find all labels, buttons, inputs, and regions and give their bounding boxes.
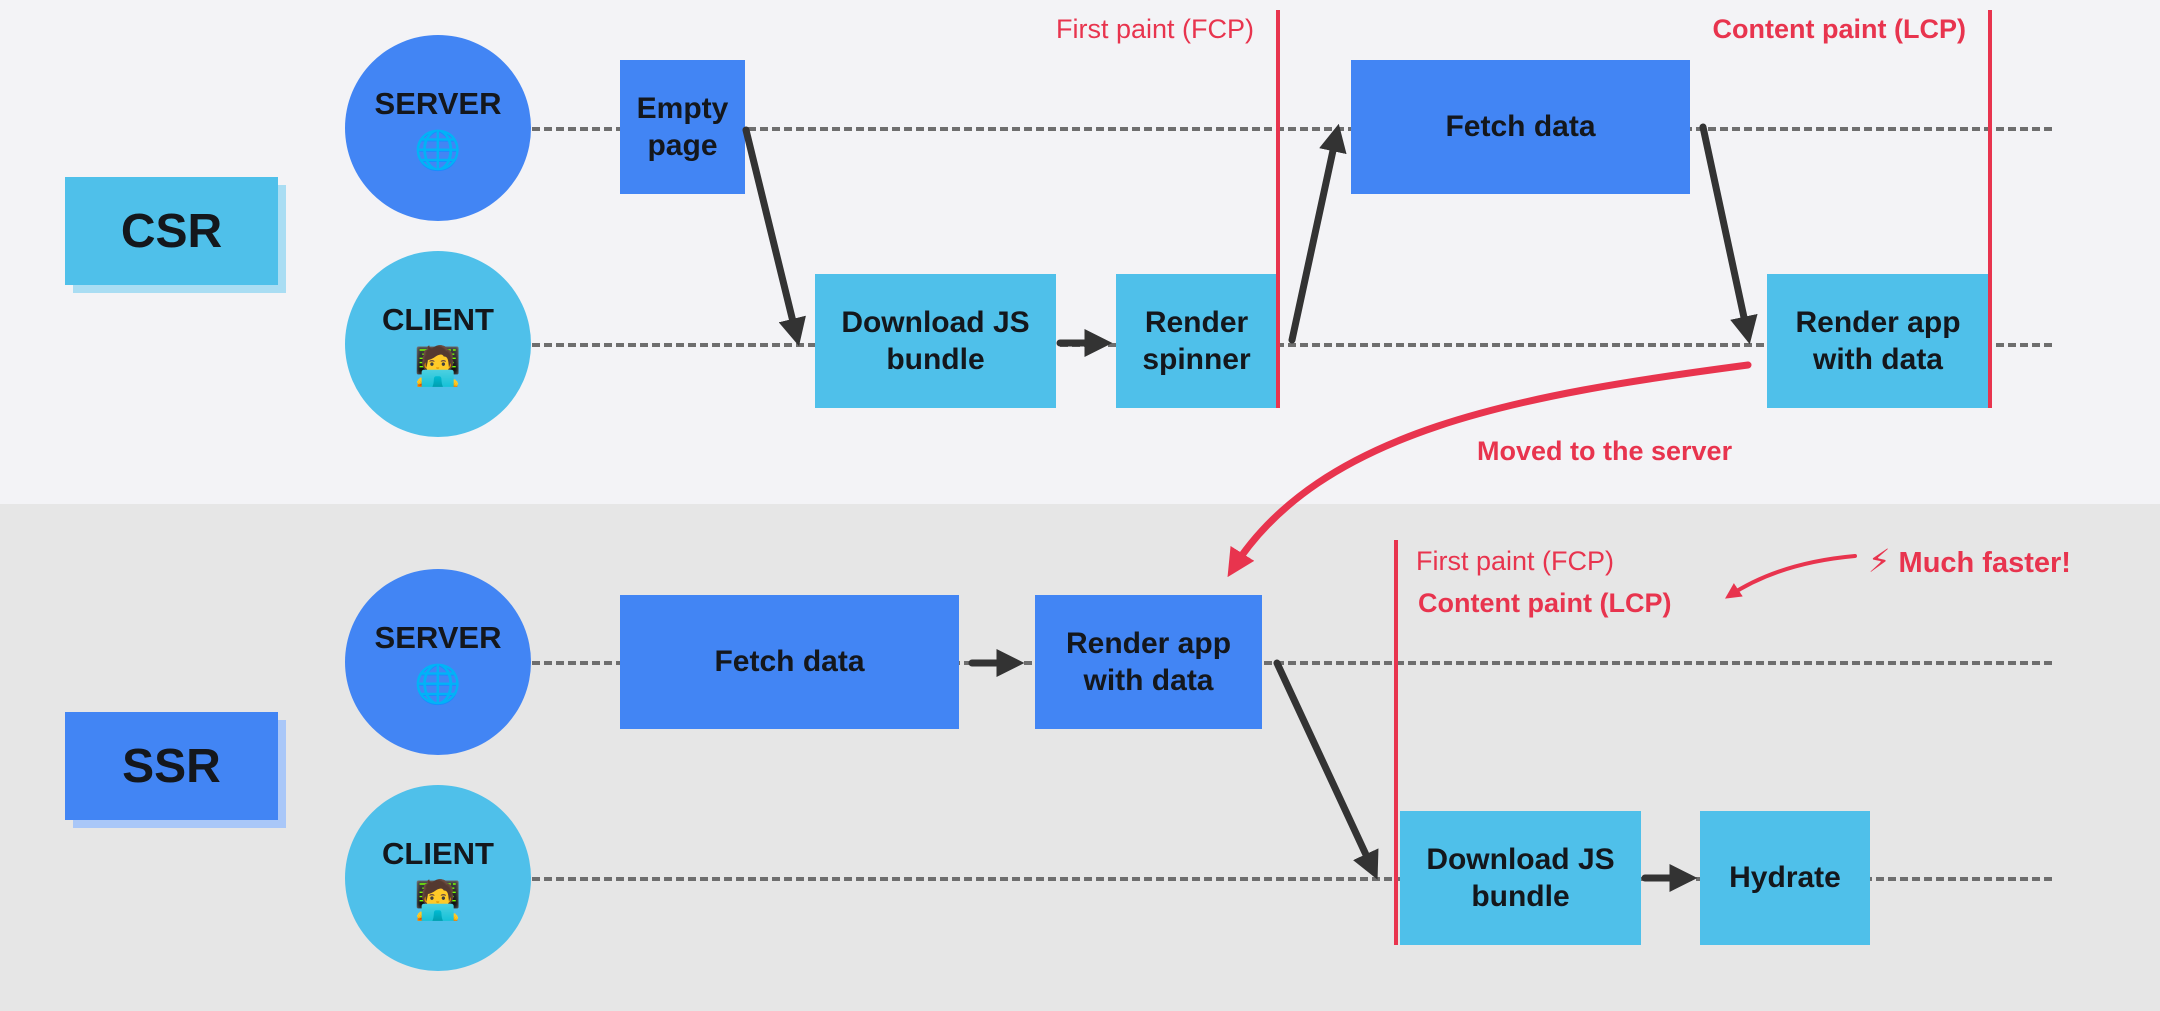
csr-server-node: SERVER 🌐 xyxy=(345,35,531,221)
csr-client-node: CLIENT 🧑‍💻 xyxy=(345,251,531,437)
csr-fcp-marker-line xyxy=(1276,10,1280,408)
person-at-laptop-icon: 🧑‍💻 xyxy=(414,346,462,388)
person-at-laptop-icon: 🧑‍💻 xyxy=(414,880,462,922)
ssr-render-app-box: Render app with data xyxy=(1035,595,1262,729)
csr-empty-page-box: Empty page xyxy=(620,60,745,194)
csr-download-js-box: Download JS bundle xyxy=(815,274,1056,408)
ssr-fcp-label: First paint (FCP) xyxy=(1416,546,1615,576)
ssr-download-js-box: Download JS bundle xyxy=(1400,811,1641,945)
ssr-mode-label: SSR xyxy=(65,712,278,820)
client-label: CLIENT xyxy=(382,836,494,871)
much-faster-label: Much faster! xyxy=(1898,547,2071,579)
csr-fetch-data-box: Fetch data xyxy=(1351,60,1690,194)
csr-lcp-marker-line xyxy=(1988,10,1992,408)
csr-render-spinner-box: Render spinner xyxy=(1116,274,1277,408)
ssr-hydrate-box: Hydrate xyxy=(1700,811,1870,945)
globe-icon: 🌐 xyxy=(414,664,462,706)
csr-client-timeline xyxy=(532,343,2052,347)
ssr-client-timeline xyxy=(532,877,2052,881)
csr-server-timeline xyxy=(532,127,2052,131)
csr-fcp-label: First paint (FCP) xyxy=(1055,14,1254,44)
arrow-empty-to-download xyxy=(742,126,806,347)
arrow-ssr-render-to-download xyxy=(1273,659,1379,880)
csr-render-app-box: Render app with data xyxy=(1767,274,1989,408)
lightning-icon: ⚡ xyxy=(1868,543,1891,579)
ssr-fetch-data-box: Fetch data xyxy=(620,595,959,729)
arrow-spinner-to-fetch xyxy=(1288,123,1347,344)
much-faster-arrow xyxy=(1725,554,1857,599)
csr-lcp-label: Content paint (LCP) xyxy=(1712,14,1966,44)
globe-icon: 🌐 xyxy=(414,130,462,172)
server-label: SERVER xyxy=(374,620,502,655)
much-faster-callout: ⚡ Much faster! xyxy=(1868,542,2071,580)
ssr-server-node: SERVER 🌐 xyxy=(345,569,531,755)
arrow-fetch-to-render-app xyxy=(1699,123,1758,345)
moved-to-server-curve xyxy=(1227,361,1752,578)
client-label: CLIENT xyxy=(382,302,494,337)
server-label: SERVER xyxy=(374,86,502,121)
ssr-paint-marker-line xyxy=(1394,540,1398,945)
ssr-client-node: CLIENT 🧑‍💻 xyxy=(345,785,531,971)
csr-mode-label: CSR xyxy=(65,177,278,285)
moved-to-server-label: Moved to the server xyxy=(1477,436,1733,466)
ssr-lcp-label: Content paint (LCP) xyxy=(1418,588,1672,618)
ssr-server-timeline xyxy=(532,661,2052,665)
